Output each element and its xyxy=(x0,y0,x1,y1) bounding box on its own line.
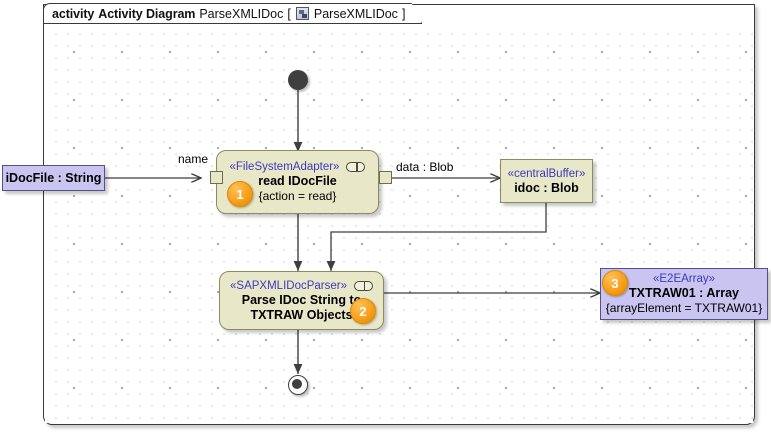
output-name: TXTRAW01 : Array xyxy=(629,286,739,300)
object-node-idocfile[interactable]: iDocFile : String xyxy=(2,165,105,191)
badge-2[interactable]: 2 xyxy=(350,298,376,324)
initial-node[interactable] xyxy=(288,70,308,90)
frame-diagram-type: Activity Diagram xyxy=(98,6,196,21)
action2-stereotype: «SAPXMLIDocParser» xyxy=(230,279,347,292)
action2-name-line1: Parse IDoc String to xyxy=(241,292,362,307)
output-stereotype: «E2EArray» xyxy=(652,273,715,285)
activity-diagram-icon xyxy=(296,7,309,20)
frame-diagram-name: ParseXMLIDoc xyxy=(199,6,284,21)
frame-open-bracket: [ xyxy=(287,6,291,21)
object-node-txtraw01[interactable]: «E2EArray» TXTRAW01 : Array {arrayElemen… xyxy=(600,268,768,320)
input-pin-name[interactable] xyxy=(210,171,223,184)
frame-close-bracket: ] xyxy=(401,6,406,21)
buffer-name: idoc : Blob xyxy=(514,180,579,195)
output-pin-data[interactable] xyxy=(379,171,392,184)
rake-icon xyxy=(346,162,366,172)
badge-3[interactable]: 3 xyxy=(602,270,628,296)
edge-label-name: name xyxy=(178,152,209,166)
action1-name: read IDocFile xyxy=(258,174,337,188)
output-constraint: {arrayElement = TXTRAW01} xyxy=(605,301,763,315)
action1-constraint: {action = read} xyxy=(258,189,337,203)
activity-final-node[interactable] xyxy=(288,375,308,395)
edge-label-data-blob: data : Blob xyxy=(396,160,454,174)
frame-keyword: activity xyxy=(52,6,95,21)
action1-stereotype: «FileSystemAdapter» xyxy=(229,161,340,173)
frame-context-name: ParseXMLIDoc xyxy=(313,6,398,21)
action2-name-line2: TXTRAW Objects xyxy=(250,307,353,322)
buffer-stereotype: «centralBuffer» xyxy=(507,167,586,180)
diagram-frame xyxy=(43,4,755,425)
badge-1[interactable]: 1 xyxy=(227,181,253,207)
diagram-frame-header: activity Activity Diagram ParseXMLIDoc [… xyxy=(43,3,422,24)
grid-background xyxy=(45,25,753,423)
central-buffer-node[interactable]: «centralBuffer» idoc : Blob xyxy=(500,159,593,203)
rake-icon xyxy=(353,280,373,291)
object-node-idocfile-label: iDocFile : String xyxy=(5,170,102,185)
